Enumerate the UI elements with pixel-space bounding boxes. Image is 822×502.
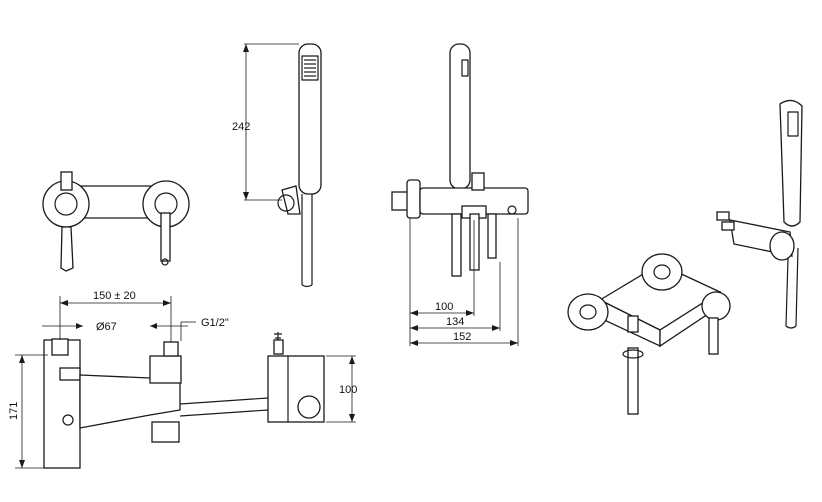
dimension-label-thread: G1/2" [201, 317, 229, 329]
dimension-label-bracket: 100 [339, 384, 357, 396]
isometric-mixer [567, 253, 731, 415]
handshower-side-view [277, 43, 322, 288]
dimension-label-171: 171 [8, 402, 20, 420]
dimension-label-152: 152 [453, 331, 471, 343]
bottom-front-view [43, 332, 325, 469]
dimension-label-134: 134 [446, 316, 464, 328]
dimension-label-242: 242 [232, 121, 250, 133]
dimensions-bottom-view: 150 ± 20 Ø67 G1/2" 171 100 [8, 290, 357, 469]
isometric-handshower [716, 99, 803, 329]
dimensions-side-view: 100 134 152 [409, 218, 519, 346]
front-view-mixer [42, 171, 190, 272]
dimension-label-150: 150 ± 20 [93, 290, 136, 302]
side-view-mixer [391, 43, 529, 277]
dimension-label-100: 100 [435, 301, 453, 313]
dimension-label-67: Ø67 [96, 321, 117, 333]
dimension-242: 242 [232, 43, 299, 201]
